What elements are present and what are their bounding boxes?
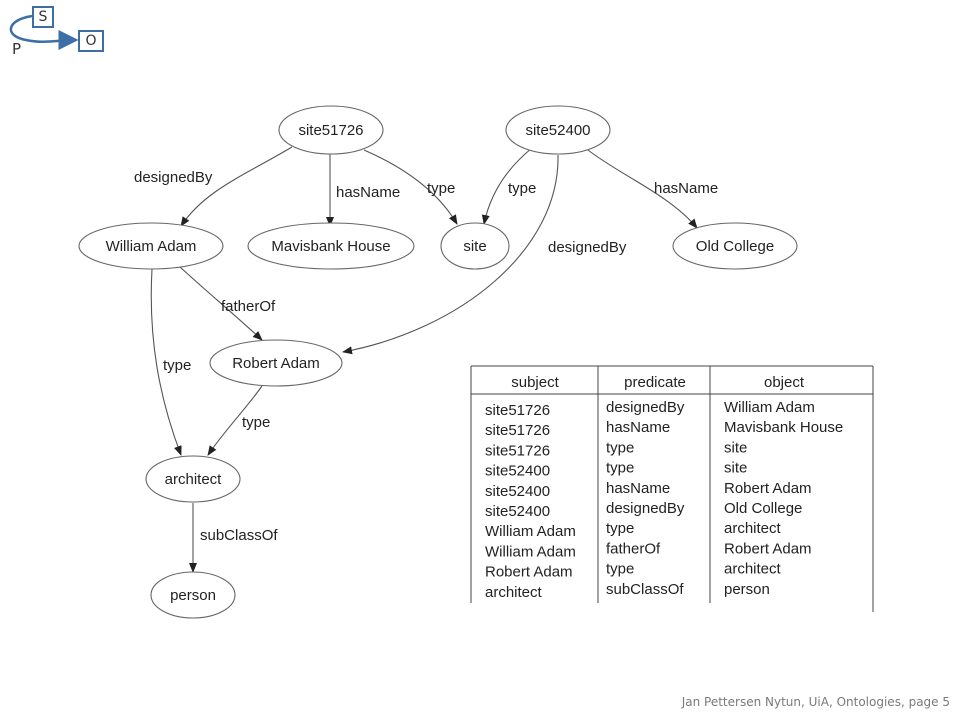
node-person: person: [150, 571, 236, 619]
edge-label-fatherOf: fatherOf: [221, 298, 276, 315]
node-label: Old College: [696, 238, 774, 255]
node-site52400: site52400: [505, 105, 611, 155]
edge-label-designedBy-2: designedBy: [548, 239, 627, 256]
table-grid: [470, 365, 874, 612]
table-cell-predicate: hasName: [606, 480, 670, 497]
table-cell-predicate: type: [606, 520, 634, 537]
table-cell-subject: architect: [485, 584, 543, 601]
node-label: person: [170, 587, 216, 604]
node-mavisbank-house: Mavisbank House: [247, 222, 415, 270]
node-site51726: site51726: [278, 105, 384, 155]
node-label: site52400: [525, 122, 590, 139]
node-old-college: Old College: [672, 222, 798, 270]
node-label: Mavisbank House: [271, 238, 390, 255]
table-cell-predicate: designedBy: [606, 500, 685, 517]
edge-label-designedBy-1: designedBy: [134, 169, 213, 186]
table-header-subject: subject: [511, 374, 559, 391]
table-cell-subject: site52400: [485, 483, 550, 500]
graph-nodes: site51726 site52400 William Adam Mavisba…: [78, 105, 798, 619]
table-cell-subject: Robert Adam: [485, 564, 573, 581]
edge-william-fatherOf: [179, 266, 263, 341]
node-label: Robert Adam: [232, 355, 320, 372]
table-cell-predicate: type: [606, 460, 634, 477]
table-cell-object: architect: [724, 561, 782, 578]
legend-predicate-label: P: [12, 40, 22, 58]
edge-site52400-designedBy: [342, 154, 559, 355]
table-cell-subject: William Adam: [485, 543, 576, 560]
spo-legend-arrow: [9, 14, 79, 51]
graph-edges: [150, 146, 698, 573]
edge-label-type-1: type: [427, 180, 455, 197]
edge-label-hasName-2: hasName: [654, 180, 718, 197]
table-cell-predicate: hasName: [606, 419, 670, 436]
node-architect: architect: [145, 455, 241, 503]
node-label: William Adam: [106, 238, 197, 255]
triples-table: subject predicate object site51726 site51726…: [470, 365, 874, 612]
table-cell-object: Robert Adam: [724, 540, 812, 557]
edge-site52400-type: [481, 147, 533, 225]
edge-site52400-hasName: [587, 149, 698, 229]
node-william-adam: William Adam: [78, 222, 224, 270]
table-cell-subject: William Adam: [485, 523, 576, 540]
table-cell-object: person: [724, 581, 770, 598]
edge-william-type: [150, 268, 182, 456]
table-cell-object: site: [724, 460, 747, 477]
edge-label-subClassOf: subClassOf: [200, 527, 278, 544]
table-cell-predicate: type: [606, 561, 634, 578]
table-cell-object: William Adam: [724, 399, 815, 416]
node-site: site: [440, 222, 510, 270]
node-label: architect: [165, 471, 223, 488]
table-header-predicate: predicate: [624, 374, 686, 391]
table-cell-subject: site51726: [485, 442, 550, 459]
table-cell-predicate: subClassOf: [606, 581, 684, 598]
legend-subject-box: S: [32, 6, 54, 28]
edge-label-type-4: type: [242, 414, 270, 431]
node-label: site: [463, 238, 486, 255]
table-text: subject predicate object site51726 site51726…: [485, 374, 843, 601]
edge-site51726-designedBy: [180, 146, 293, 227]
table-cell-object: Mavisbank House: [724, 419, 843, 436]
legend-object-box: O: [78, 30, 104, 52]
edge-label-type-3: type: [163, 357, 191, 374]
node-label: site51726: [298, 122, 363, 139]
table-cell-object: architect: [724, 520, 782, 537]
table-cell-predicate: fatherOf: [606, 540, 661, 557]
edge-site51726-type: [363, 149, 458, 225]
table-header-object: object: [764, 374, 805, 391]
edge-labels: designedBy hasName type type hasName des…: [134, 169, 718, 544]
node-robert-adam: Robert Adam: [209, 339, 343, 387]
table-cell-subject: site52400: [485, 463, 550, 480]
footer-credit: Jan Pettersen Nytun, UiA, Ontologies, pa…: [681, 695, 950, 709]
table-cell-subject: site52400: [485, 503, 550, 520]
edge-robert-type: [207, 385, 263, 456]
table-cell-object: Robert Adam: [724, 480, 812, 497]
edge-label-hasName-1: hasName: [336, 184, 400, 201]
table-cell-subject: site51726: [485, 422, 550, 439]
edge-label-type-2: type: [508, 180, 536, 197]
table-cell-subject: site51726: [485, 402, 550, 419]
table-cell-object: site: [724, 439, 747, 456]
table-cell-predicate: designedBy: [606, 399, 685, 416]
table-cell-predicate: type: [606, 439, 634, 456]
table-cell-object: Old College: [724, 500, 802, 517]
